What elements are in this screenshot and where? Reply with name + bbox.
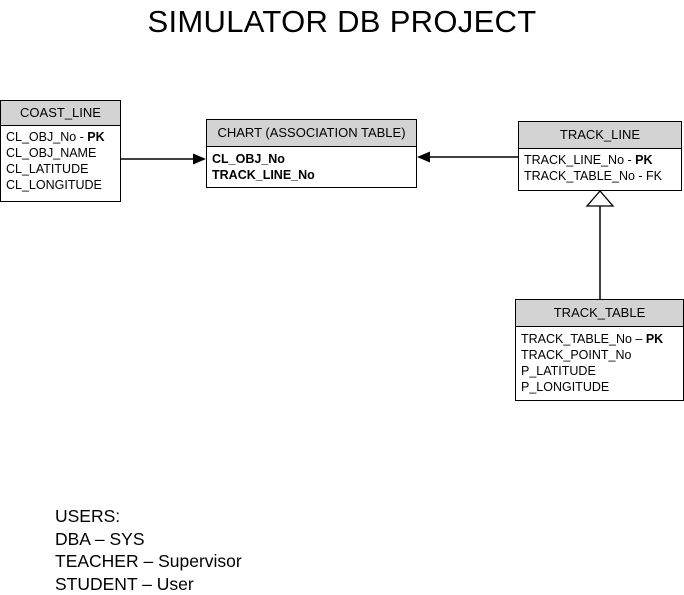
user-role-line: TEACHER – Supervisor [55, 551, 242, 571]
primary-key-tag: PK [645, 332, 664, 346]
attribute-row: CL_OBJ_No - PK [6, 129, 115, 145]
attribute-name: CL_LATITUDE [6, 162, 89, 176]
attribute-row: CL_OBJ_NAME [6, 145, 115, 161]
primary-key-tag: PK [635, 153, 653, 167]
attribute-row: P_LATITUDE [521, 363, 678, 379]
attribute-name: CL_OBJ_NAME [6, 146, 97, 160]
attribute-name: TRACK_LINE_No - [524, 153, 636, 167]
attribute-row: TRACK_LINE_No [212, 168, 315, 182]
entity-attributes: TRACK_LINE_No - PK TRACK_TABLE_No - FK [519, 149, 681, 184]
attribute-row: CL_OBJ_No [212, 152, 285, 166]
trackline-to-chart-arrowhead [417, 151, 430, 163]
entity-chart: CHART (ASSOCIATION TABLE) CL_OBJ_No TRAC… [206, 119, 417, 188]
attribute-row: TRACK_LINE_No - PK [524, 152, 676, 168]
attribute-row: CL_LONGITUDE [6, 177, 115, 193]
attribute-name: TRACK_TABLE_No – [521, 332, 646, 346]
attribute-name: P_LATITUDE [521, 364, 596, 378]
primary-key-tag: PK [87, 130, 105, 144]
attribute-row: TRACK_POINT_No [521, 347, 678, 363]
entity-attributes: TRACK_TABLE_No – PK TRACK_POINT_No P_LAT… [516, 327, 683, 395]
diagram-title: SIMULATOR DB PROJECT [147, 4, 537, 39]
attribute-name: TRACK_TABLE_No - FK [524, 169, 663, 183]
entity-attributes: CL_OBJ_No TRACK_LINE_No [207, 147, 416, 183]
attribute-row: CL_LATITUDE [6, 161, 115, 177]
user-role-line: STUDENT – User [55, 573, 194, 594]
tracktable-to-trackline-triangle [585, 190, 615, 207]
entity-track-line: TRACK_LINE TRACK_LINE_No - PK TRACK_TABL… [518, 121, 682, 191]
entity-header: TRACK_TABLE [516, 300, 683, 327]
entity-coast-line: COAST_LINE CL_OBJ_No - PK CL_OBJ_NAME CL… [0, 100, 121, 202]
attribute-name: CL_OBJ_No - [6, 130, 88, 144]
coast-to-chart-arrowhead [193, 153, 206, 165]
attribute-row: P_LONGITUDE [521, 379, 678, 395]
entity-header: COAST_LINE [1, 101, 120, 126]
attribute-row: TRACK_TABLE_No - FK [524, 168, 676, 184]
attribute-name: CL_LONGITUDE [6, 178, 102, 192]
entity-track-table: TRACK_TABLE TRACK_TABLE_No – PK TRACK_PO… [515, 299, 684, 401]
attribute-name: TRACK_POINT_No [521, 348, 632, 362]
users-legend: USERS: DBA – SYS TEACHER – Supervisor ST… [55, 505, 242, 595]
attribute-name: P_LONGITUDE [521, 380, 610, 394]
user-role-line: DBA – SYS [55, 528, 145, 549]
users-heading: USERS: [55, 506, 121, 526]
entity-header: CHART (ASSOCIATION TABLE) [207, 120, 416, 147]
entity-header: TRACK_LINE [519, 122, 681, 149]
attribute-row: TRACK_TABLE_No – PK [521, 331, 678, 347]
entity-attributes: CL_OBJ_No - PK CL_OBJ_NAME CL_LATITUDE C… [1, 126, 120, 193]
